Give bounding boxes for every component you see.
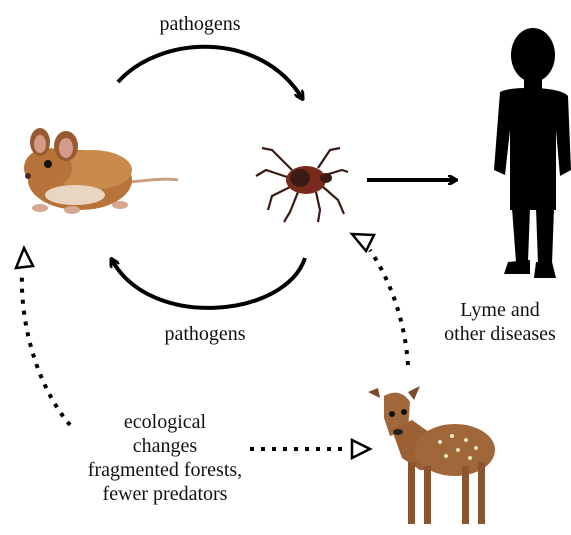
pathogens-label-top: pathogens [140,12,260,36]
hollow-arrowhead-deer [352,440,370,458]
eco-label-line-1: ecological [50,410,280,434]
pathogens-label-bottom: pathogens [145,322,265,346]
eco-label-line-3: fragmented forests, [50,458,280,482]
hollow-arrowhead-tick [352,234,374,251]
dotted-arrow-to-mouse [22,272,70,425]
lyme-label-line-2: other diseases [430,322,570,346]
mouse-icon [24,128,178,214]
eco-label-line-4: fewer predators [50,482,280,506]
arrow-tick-to-mouse [112,258,305,308]
lyme-disease-label: Lyme and other diseases [430,298,570,346]
tick-icon [256,148,348,222]
eco-label-line-2: changes [50,434,280,458]
deer-icon [368,386,495,524]
arrow-mouse-to-tick [118,47,302,98]
ecological-changes-label: ecological changes fragmented forests, f… [50,410,280,506]
hollow-arrowhead-mouse [16,248,33,268]
dotted-arrow-deer-to-tick [370,250,408,365]
lyme-label-line-1: Lyme and [430,298,570,322]
child-silhouette-icon [494,28,571,278]
